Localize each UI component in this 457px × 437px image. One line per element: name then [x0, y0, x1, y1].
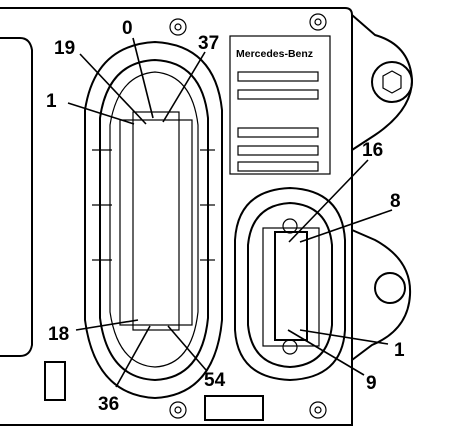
screw-icon	[169, 13, 327, 419]
ecu-housing	[0, 7, 353, 426]
label-pin-8: 8	[390, 191, 401, 212]
label-pin-9: 9	[366, 373, 377, 394]
label-pin-36: 36	[98, 394, 119, 415]
left-tab	[44, 361, 66, 401]
bottom-tab	[204, 395, 264, 421]
label-pin-18: 18	[48, 324, 69, 345]
label-pin-16: 16	[362, 140, 383, 161]
label-pin-54: 54	[204, 370, 226, 391]
brand-text: Mercedes-Benz	[236, 48, 313, 60]
mounting-flange	[351, 14, 414, 361]
leader-lines	[67, 37, 393, 388]
flange-hole-bottom	[374, 272, 406, 304]
label-plate: Mercedes-Benz	[229, 35, 331, 175]
label-pin-1-main: 1	[46, 91, 57, 112]
hex-bolt-icon	[382, 70, 402, 94]
label-pin-19: 19	[54, 38, 75, 59]
label-pin-1-small: 1	[394, 340, 405, 361]
label-pin-0: 0	[122, 18, 133, 39]
label-pin-37: 37	[198, 33, 219, 54]
left-housing	[0, 37, 33, 357]
main-connector	[84, 40, 223, 400]
flange-hole-top	[371, 61, 413, 103]
small-connector	[234, 186, 346, 382]
